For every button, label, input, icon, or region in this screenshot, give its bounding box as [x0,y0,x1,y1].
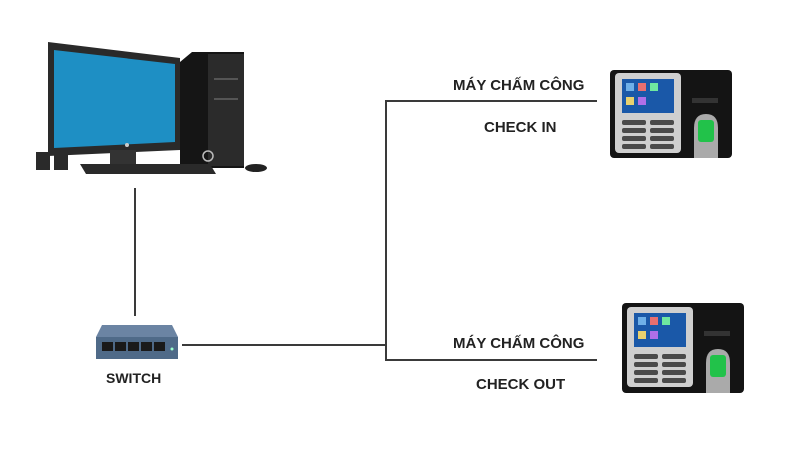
check-in-title: MÁY CHẤM CÔNG [453,77,585,94]
fingerprint-time-attendance-icon [622,303,744,393]
check-in-device [610,70,734,160]
check-out-title: MÁY CHẤM CÔNG [453,335,585,352]
connection-to-check-out [385,359,597,361]
check-in-subtitle: CHECK IN [484,119,557,136]
fingerprint-sensor [710,355,726,377]
connection-computer-switch [134,188,136,316]
switch-node [94,323,180,361]
fingerprint-sensor [698,120,714,142]
monitor-screen [54,50,175,148]
check-out-subtitle: CHECK OUT [476,376,566,393]
connection-trunk-vertical [385,100,387,361]
computer-node [30,38,280,178]
connection-to-check-in [385,100,597,102]
fingerprint-time-attendance-icon [610,70,732,158]
switch-label: SWITCH [106,370,162,386]
desktop-computer-icon [36,42,267,174]
connection-switch-trunk [182,344,386,346]
network-switch-icon [96,325,178,359]
check-out-device [622,303,746,395]
